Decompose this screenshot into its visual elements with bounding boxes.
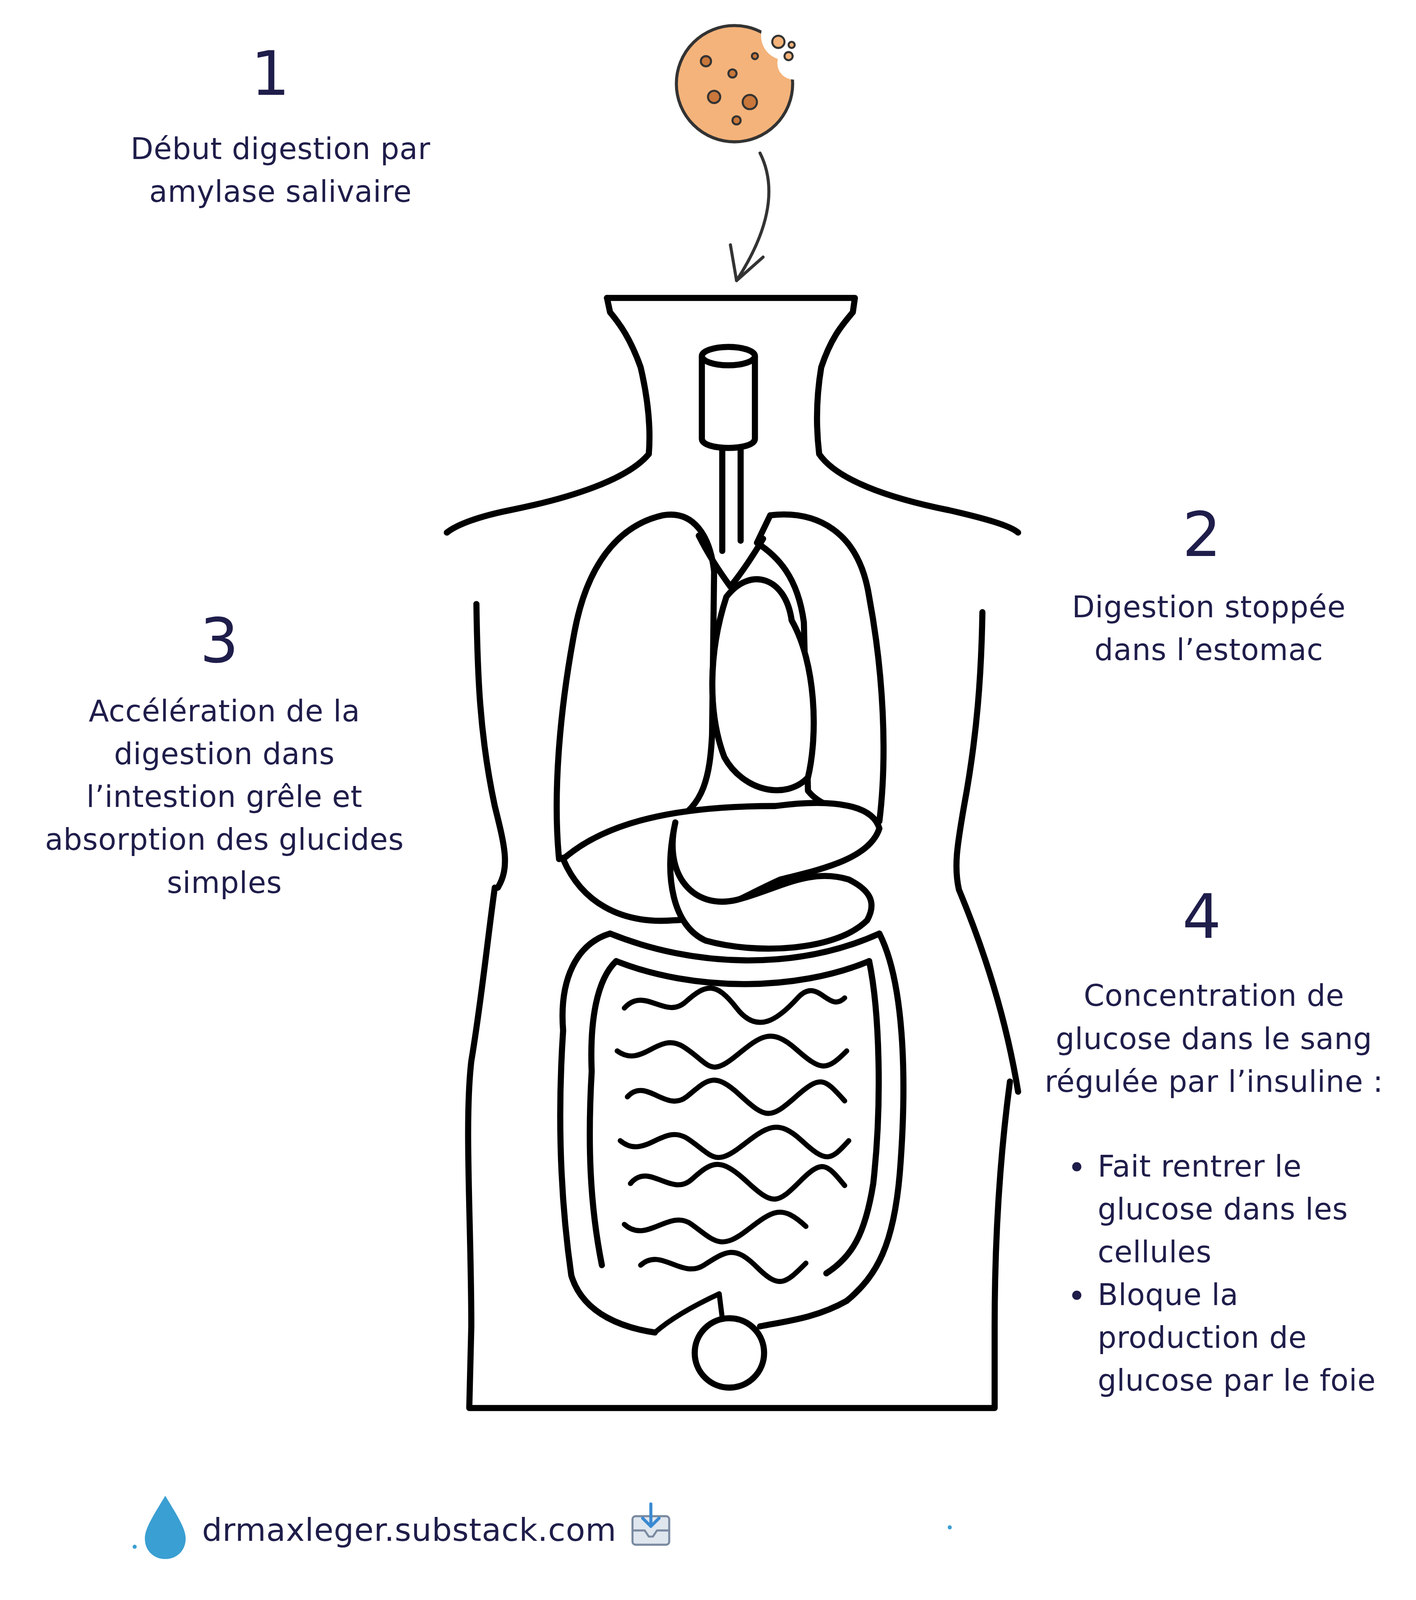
dot [947,1525,952,1530]
callout-number: 3 [158,607,281,674]
bullet-item: Bloque la production de glucose par le f… [1097,1273,1404,1402]
trachea-fork [698,535,764,587]
step-text: Début digestion par amylase salivaire [91,127,470,214]
callout-number: 2 [1140,501,1263,568]
callout-number: 1 [208,40,332,107]
body-outline [446,297,1019,1408]
bladder [694,1317,765,1388]
step-text: Digestion stoppée dans l’estomac [1035,585,1383,672]
stomach [670,822,872,949]
bullet-item: Fait rentrer le glucose dans les cellule… [1097,1144,1404,1273]
large-intestine [560,933,904,1333]
cookie-icon [676,25,795,142]
esophagus [701,346,755,551]
step-text: Accélération de la digestion dans l’inte… [40,689,408,905]
food-arrow [730,153,770,281]
bullet-list: Fait rentrer le glucose dans les cellule… [1061,1144,1404,1402]
inbox-icon [632,1503,670,1545]
heart [712,578,814,791]
callout-number: 4 [1140,883,1263,950]
step-text: Concentration de glucose dans le sang ré… [1042,974,1386,1103]
small-intestine [617,988,849,1333]
footer-url: drmaxleger.substack.com [201,1507,631,1551]
drop-icon [132,1495,186,1560]
